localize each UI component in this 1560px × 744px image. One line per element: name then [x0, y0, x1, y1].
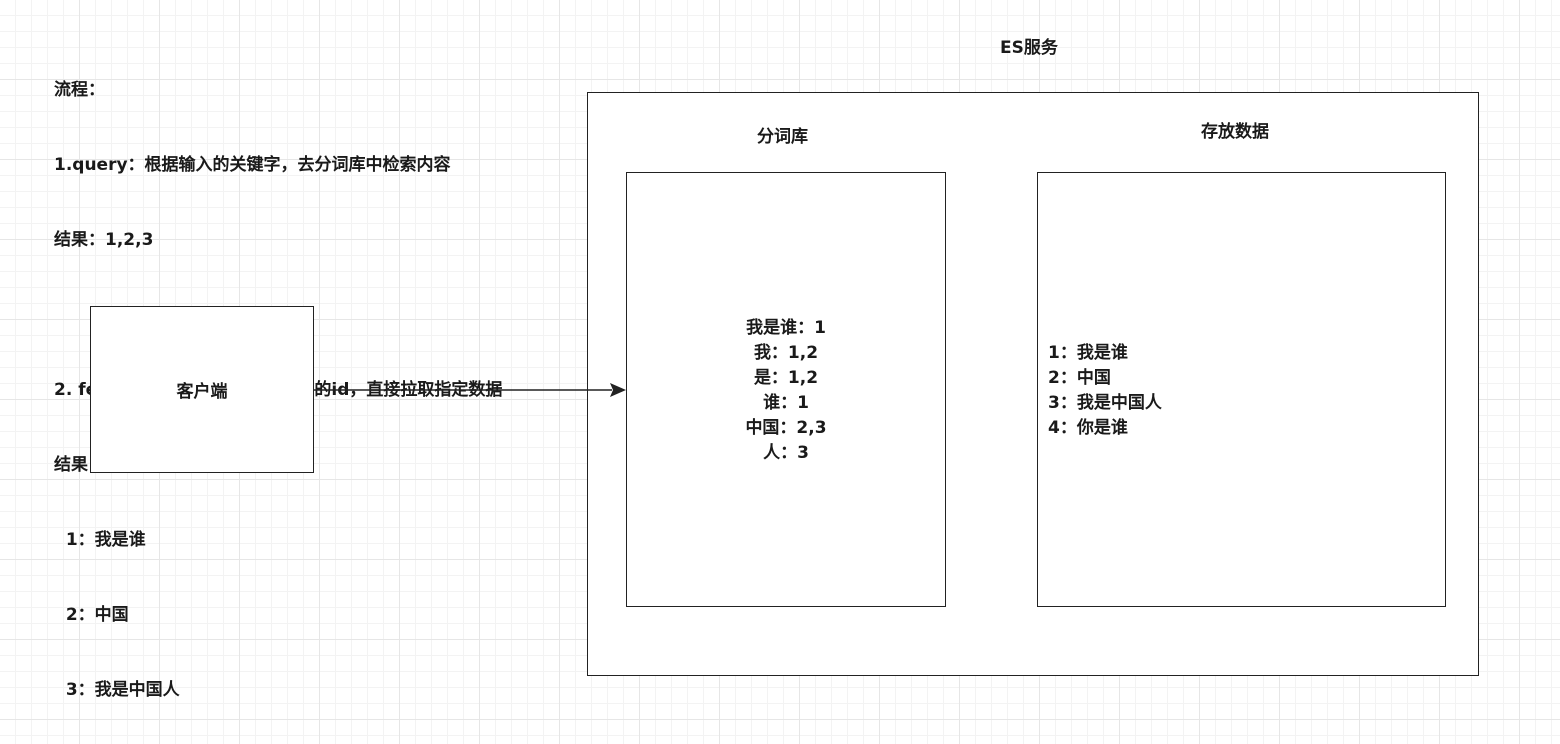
- storage-box[interactable]: 1：我是谁 2：中国 3：我是中国人 4：你是谁: [1037, 172, 1446, 607]
- index-entry: 中国：2,3: [745, 418, 827, 438]
- note-line: 结果：1,2,3: [54, 230, 154, 250]
- storage-title: 存放数据: [1201, 122, 1269, 142]
- index-entries: 我是谁：1 我：1,2 是：1,2 谁：1 中国：2,3 人：3: [627, 316, 945, 466]
- index-entry: 我是谁：1: [746, 318, 826, 338]
- client-box[interactable]: 客户端: [90, 306, 314, 473]
- note-line: 流程：: [54, 80, 105, 100]
- process-notes: 流程： 1.query：根据输入的关键字，去分词库中检索内容 结果：1,2,3 …: [54, 28, 502, 728]
- index-entry: 是：1,2: [753, 368, 819, 388]
- note-line: 1：我是谁: [54, 530, 146, 550]
- stored-data-item: 1：我是谁: [1048, 343, 1128, 363]
- note-line: 3：我是中国人: [54, 680, 180, 700]
- index-entry: 人：3: [763, 443, 809, 463]
- stored-data-item: 3：我是中国人: [1048, 393, 1162, 413]
- index-entry: 谁：1: [763, 393, 809, 413]
- note-line: 2：中国: [54, 605, 129, 625]
- stored-data-item: 4：你是谁: [1048, 418, 1128, 438]
- note-line: 1.query：根据输入的关键字，去分词库中检索内容: [54, 155, 451, 175]
- index-entry: 我：1,2: [753, 343, 819, 363]
- index-title: 分词库: [757, 127, 808, 147]
- client-label: 客户端: [176, 382, 228, 402]
- index-box[interactable]: 我是谁：1 我：1,2 是：1,2 谁：1 中国：2,3 人：3: [626, 172, 946, 607]
- es-service-title: ES服务: [1000, 38, 1058, 58]
- stored-data-list: 1：我是谁 2：中国 3：我是中国人 4：你是谁: [1048, 341, 1162, 441]
- stored-data-item: 2：中国: [1048, 368, 1111, 388]
